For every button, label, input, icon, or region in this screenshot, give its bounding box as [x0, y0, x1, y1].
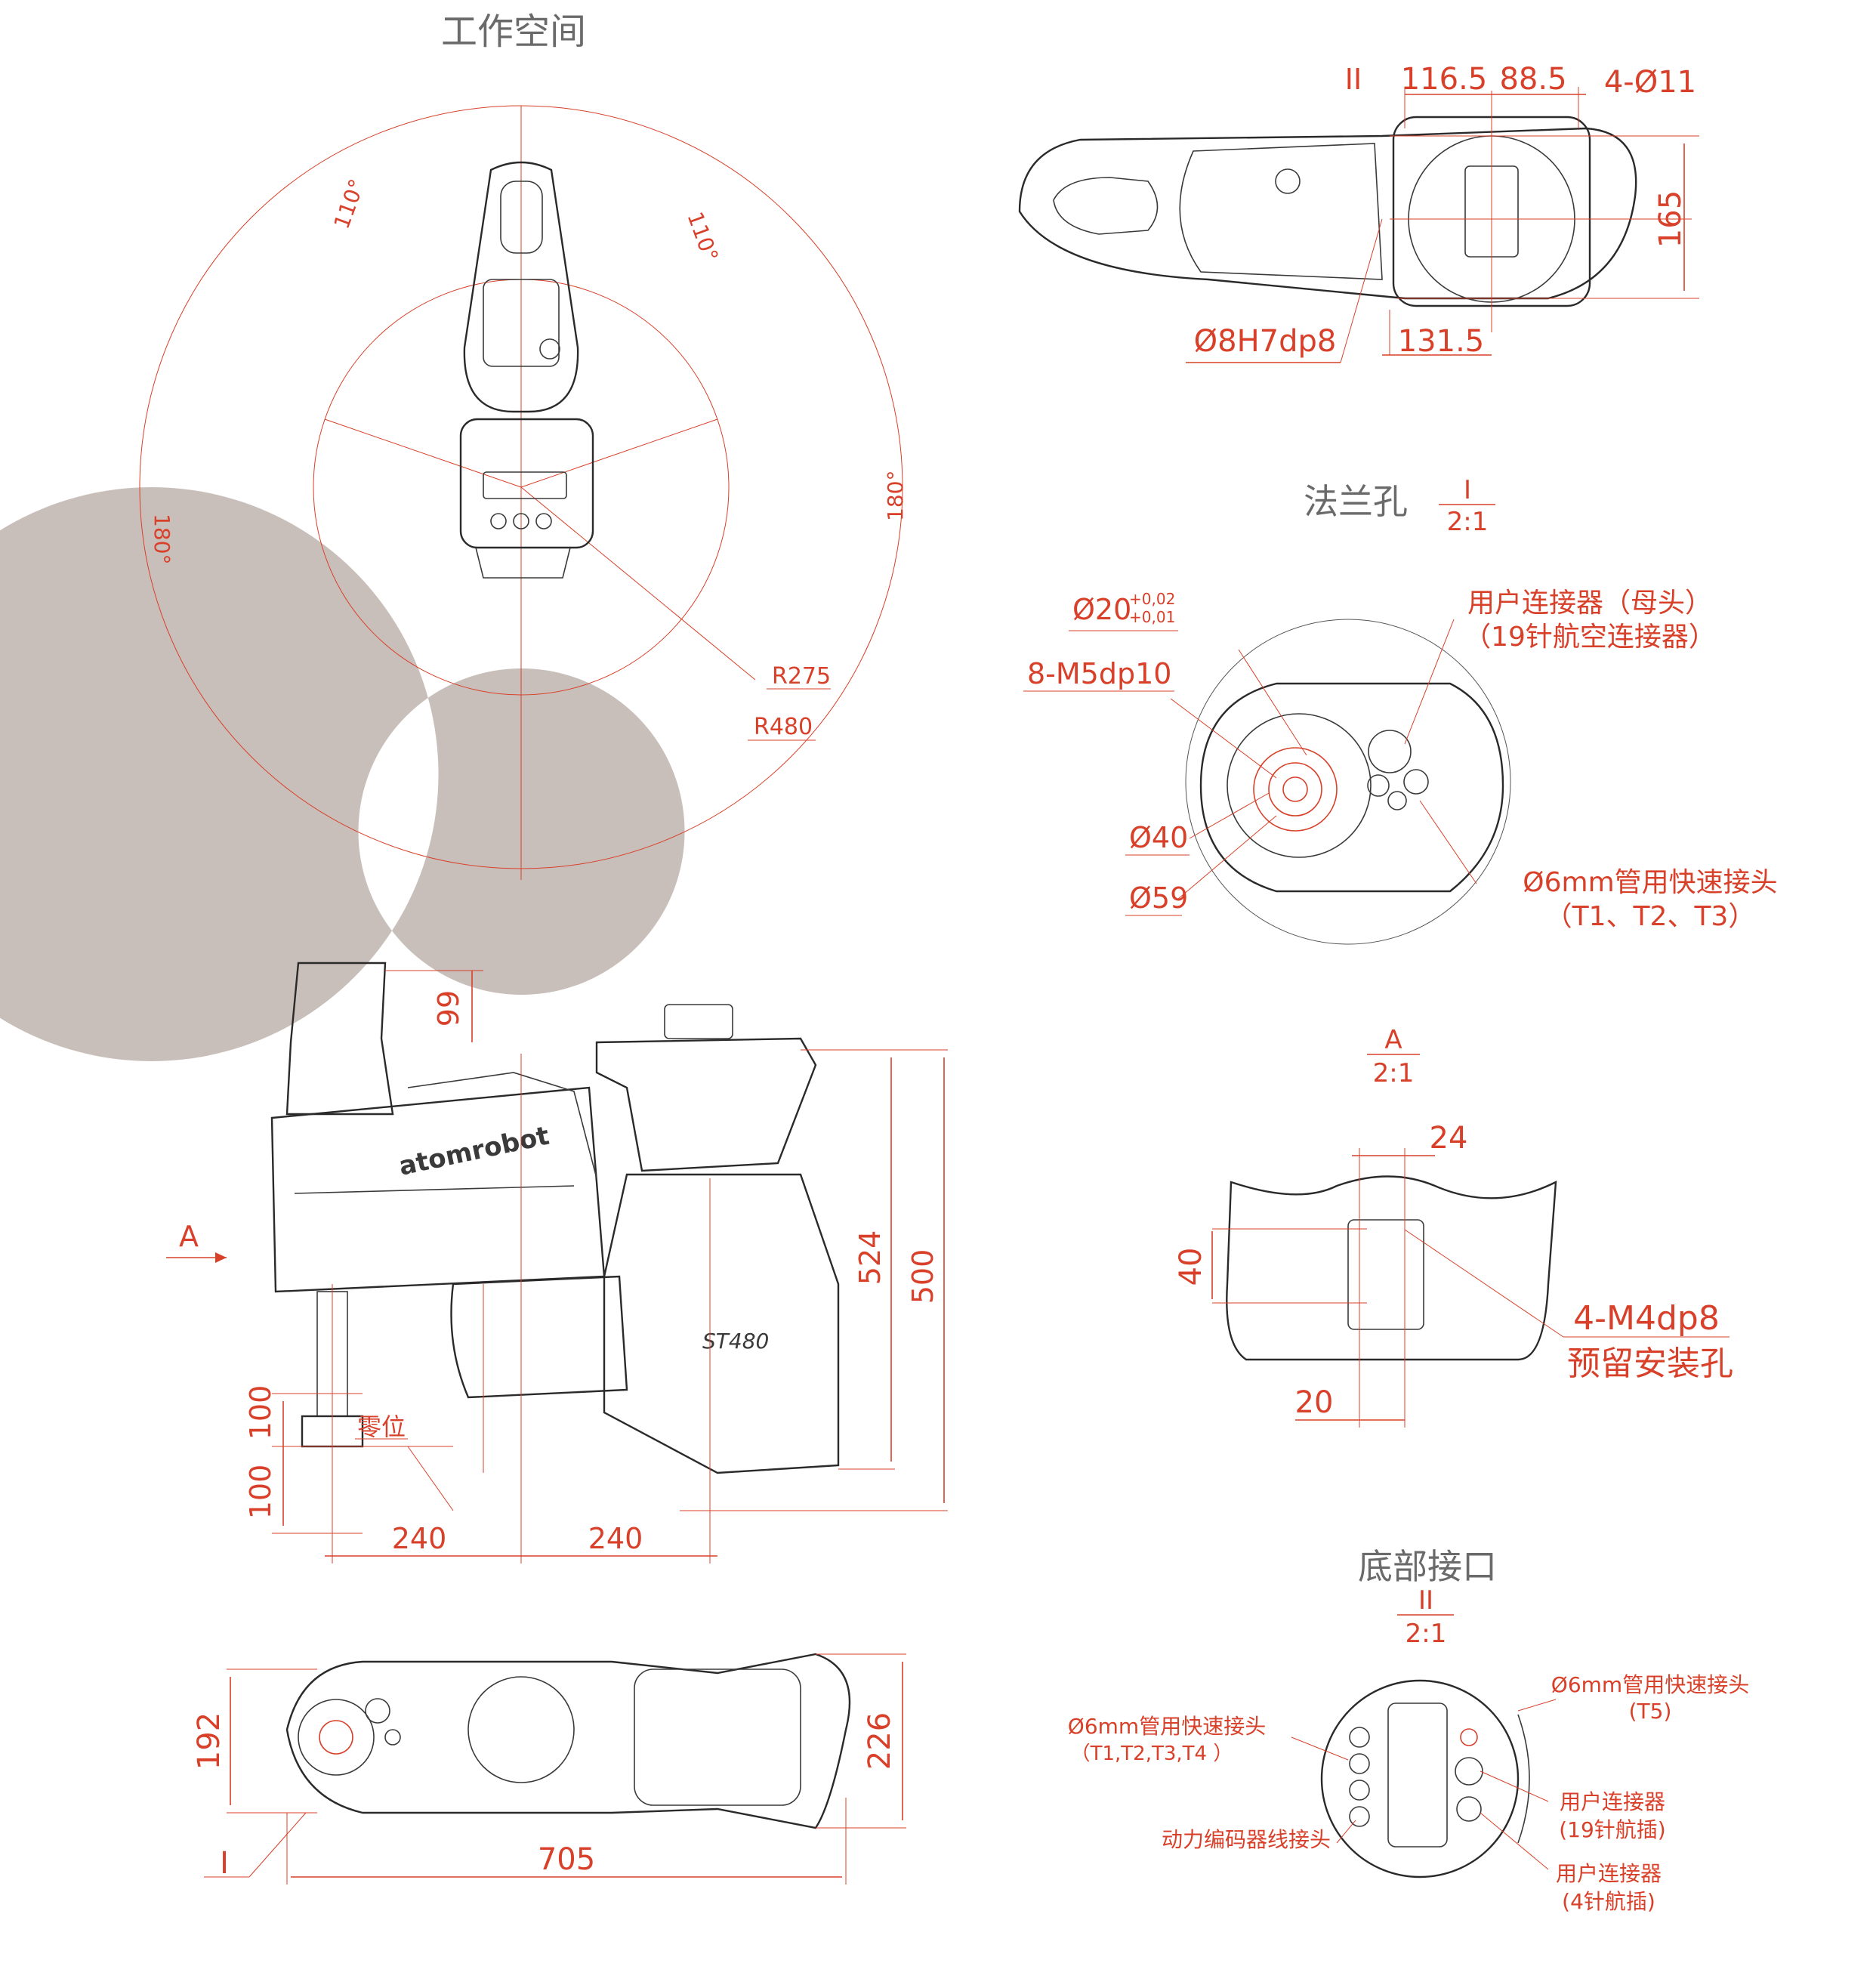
- flange-screws: 8-M5dp10: [1027, 657, 1171, 690]
- dim-165: 165: [1653, 190, 1688, 248]
- holes-4-d11: 4-Ø11: [1604, 65, 1696, 100]
- dim-500: 500: [906, 1249, 940, 1304]
- robot-top-outline: [459, 161, 594, 579]
- user-connector-line2: （19针航空连接器）: [1464, 622, 1716, 653]
- dim-240-right: 240: [588, 1522, 643, 1555]
- view-I-marker: I: [220, 1846, 229, 1881]
- base-top-view: II 116.5 88.5 4-Ø11 165 Ø8H7dp8 131.5: [1018, 62, 1699, 363]
- workspace-reachable-area: [0, 487, 685, 1061]
- dim-20: 20: [1295, 1385, 1334, 1420]
- dim-705: 705: [538, 1842, 595, 1877]
- label-II: II: [1345, 63, 1362, 96]
- right-fitting-line2: (T5): [1629, 1699, 1672, 1724]
- dim-226: 226: [862, 1712, 897, 1770]
- reserved-mounting-holes: 预留安装孔: [1567, 1344, 1733, 1383]
- dim-88-5: 88.5: [1499, 62, 1566, 97]
- bottom-view: 192 226 I 705: [192, 1653, 906, 1885]
- flange-d59: Ø59: [1129, 881, 1188, 915]
- dim-192: 192: [192, 1712, 227, 1770]
- left-fittings-line2: （T1,T2,T3,T4 ）: [1071, 1743, 1233, 1765]
- view-A-label: A: [1384, 1025, 1402, 1055]
- right-fitting-line1: Ø6mm管用快速接头: [1551, 1672, 1749, 1697]
- view-A-marker: A: [179, 1220, 199, 1253]
- angle-right-110: 110°: [682, 208, 723, 265]
- dim-99: 99: [432, 990, 465, 1026]
- flange-d20-tol-upper: +0,02: [1129, 590, 1175, 608]
- dim-116-5: 116.5: [1401, 62, 1488, 97]
- encoder-connector: 动力编码器线接头: [1162, 1827, 1331, 1852]
- flange-title: 法兰孔: [1304, 481, 1408, 522]
- angle-ray-left: [324, 418, 522, 488]
- user-connector-line1: 用户连接器（母头）: [1467, 588, 1712, 619]
- r480-leader: [520, 486, 756, 681]
- bottom-interface-title: 底部接口: [1358, 1546, 1497, 1587]
- flange-view-scale: 2:1: [1447, 507, 1489, 537]
- bottom-view-label: II: [1418, 1585, 1433, 1616]
- user4-line2: (4针航插): [1562, 1889, 1655, 1914]
- flange-d20: Ø20: [1072, 593, 1131, 626]
- atomrobot-logo: atomrobot: [397, 1121, 552, 1182]
- view-A-scale: 2:1: [1373, 1058, 1415, 1088]
- workspace-view: 工作空间 110° 110° 180° 180° R275 R480: [0, 11, 908, 1061]
- user19-line2: (19针航插): [1559, 1817, 1665, 1842]
- left-fittings-line1: Ø6mm管用快速接头: [1068, 1714, 1266, 1739]
- fittings-line2: （T1、T2、T3）: [1545, 901, 1756, 932]
- flange-d40: Ø40: [1129, 821, 1188, 854]
- flange-view: Ø20 +0,02 +0,01 8-M5dp10 Ø40 Ø59 用户连接器（母…: [1023, 588, 1778, 945]
- workspace-title: 工作空间: [441, 11, 586, 53]
- fittings-line1: Ø6mm管用快速接头: [1523, 867, 1777, 898]
- side-view: atomrobot ST480 A 99 524 500 100: [166, 962, 948, 1564]
- holes-4-m4dp8: 4-M4dp8: [1573, 1299, 1720, 1338]
- flange-view-label: I: [1464, 475, 1471, 505]
- radius-inner: R275: [772, 663, 831, 690]
- angle-left-110: 110°: [329, 176, 370, 233]
- view-A: A 2:1 24 40 20 4-M4dp8 预留安装孔: [1174, 1025, 1733, 1428]
- model-ST480: ST480: [702, 1329, 769, 1354]
- angle-left-180: 180°: [150, 514, 174, 564]
- zero-position: 零位: [357, 1412, 406, 1441]
- dim-100-top: 100: [244, 1385, 277, 1440]
- user4-line1: 用户连接器: [1556, 1861, 1662, 1886]
- bottom-interface: 底部接口 II 2:1 Ø6mm管用快速接头 （T1,T2,T3,T4 ） 动力…: [1068, 1546, 1749, 1914]
- flange-title-block: 法兰孔 I 2:1: [1304, 475, 1495, 537]
- dim-524: 524: [853, 1230, 887, 1286]
- radius-outer: R480: [754, 714, 813, 740]
- dim-24: 24: [1430, 1121, 1468, 1156]
- angle-right-180: 180°: [883, 471, 908, 521]
- dim-240-left: 240: [392, 1522, 447, 1555]
- dim-100-bottom: 100: [244, 1465, 277, 1520]
- angle-ray-right: [520, 418, 718, 488]
- user19-line1: 用户连接器: [1560, 1789, 1665, 1814]
- pin-d8h7dp8: Ø8H7dp8: [1194, 324, 1337, 359]
- flange-d20-tol-lower: +0,01: [1129, 608, 1175, 626]
- dim-131-5: 131.5: [1398, 324, 1485, 359]
- dim-40: 40: [1174, 1248, 1208, 1286]
- bottom-view-scale: 2:1: [1406, 1619, 1447, 1649]
